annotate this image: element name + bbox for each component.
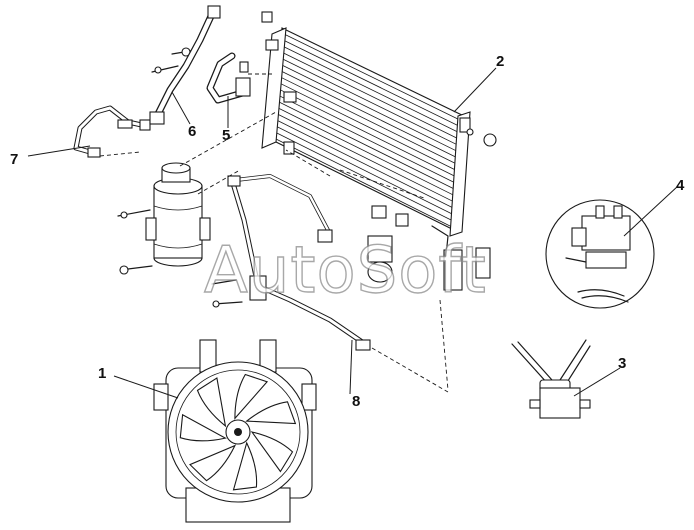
condenser-tube xyxy=(283,33,465,123)
fan-blade xyxy=(189,444,237,482)
fan-blade xyxy=(179,413,227,442)
condenser-tube xyxy=(277,100,458,191)
condenser-tube xyxy=(278,88,459,179)
callout-4: 4 xyxy=(676,177,685,194)
callout-3: 3 xyxy=(618,355,626,372)
condenser-tube xyxy=(276,107,458,198)
condenser-tube xyxy=(283,39,464,129)
callout-7: 7 xyxy=(10,151,18,168)
condenser-tube xyxy=(280,70,461,160)
condenser-tube xyxy=(277,94,459,185)
watermark: AutoSoft xyxy=(204,234,487,308)
condenser xyxy=(261,11,497,291)
switch-detail-circle xyxy=(545,199,655,309)
assembly-lines xyxy=(99,73,449,393)
condenser-tubes xyxy=(273,33,465,229)
callout-1: 1 xyxy=(98,365,106,382)
fan-blade xyxy=(245,401,297,425)
hose-5 xyxy=(206,52,251,104)
condenser-tube xyxy=(274,125,456,216)
receiver-drier xyxy=(117,47,211,275)
fan-blade xyxy=(232,441,258,491)
mounting-bolts xyxy=(211,279,243,308)
hose-6 xyxy=(149,5,221,125)
fan-blade xyxy=(234,373,269,420)
callout-2: 2 xyxy=(496,53,504,70)
condenser-tube xyxy=(276,113,457,204)
fan-blades xyxy=(179,373,297,491)
condenser-tube xyxy=(281,58,462,148)
condenser-tube xyxy=(279,76,461,167)
fan-blade xyxy=(196,377,227,428)
pipe-8 xyxy=(227,174,371,351)
callout-leaders xyxy=(27,67,679,399)
condenser-tube xyxy=(282,45,463,135)
fan-blade xyxy=(250,431,294,473)
callout-5: 5 xyxy=(222,127,230,144)
condenser-tube xyxy=(273,137,455,229)
condenser-tube xyxy=(274,131,455,223)
condenser-tube xyxy=(282,51,463,142)
pressure-switch-fitting xyxy=(367,205,409,283)
relay xyxy=(511,339,591,419)
condenser-tube xyxy=(275,119,456,210)
callout-8: 8 xyxy=(352,393,360,410)
condenser-tube xyxy=(279,82,460,173)
pipe-7 xyxy=(73,105,151,158)
condenser-tube xyxy=(280,64,462,154)
cooling-fan-assembly xyxy=(153,339,317,523)
callout-6: 6 xyxy=(188,123,196,140)
